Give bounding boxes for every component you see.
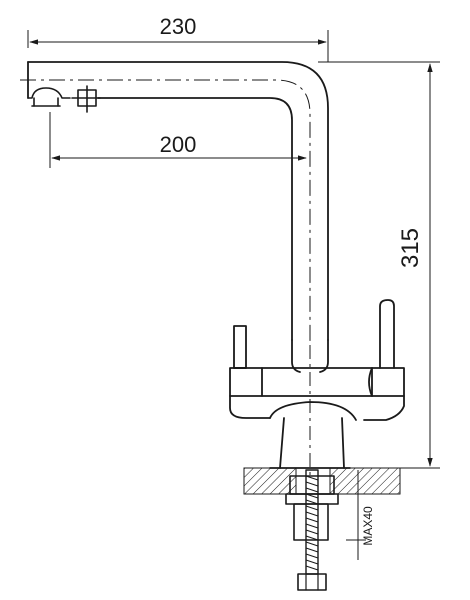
mounting-hardware [285, 469, 339, 591]
countertop [243, 467, 401, 495]
spout [20, 61, 329, 345]
faucet-body [229, 339, 405, 478]
dimension-230-label: 230 [160, 14, 197, 39]
right-lever-handle [379, 299, 395, 369]
spout-outlets [27, 85, 101, 113]
left-lever-handle [233, 325, 247, 369]
dimension-315-label: 315 [397, 228, 424, 268]
dimension-315: 315 [318, 61, 440, 469]
dimension-200-label: 200 [160, 132, 197, 157]
dimension-max40-label: MAX40 [361, 506, 375, 546]
dimension-200: 200 [49, 112, 307, 168]
thread-lines [305, 475, 319, 571]
dimension-230: 230 [27, 14, 329, 62]
dimension-max40: MAX40 [346, 470, 375, 560]
